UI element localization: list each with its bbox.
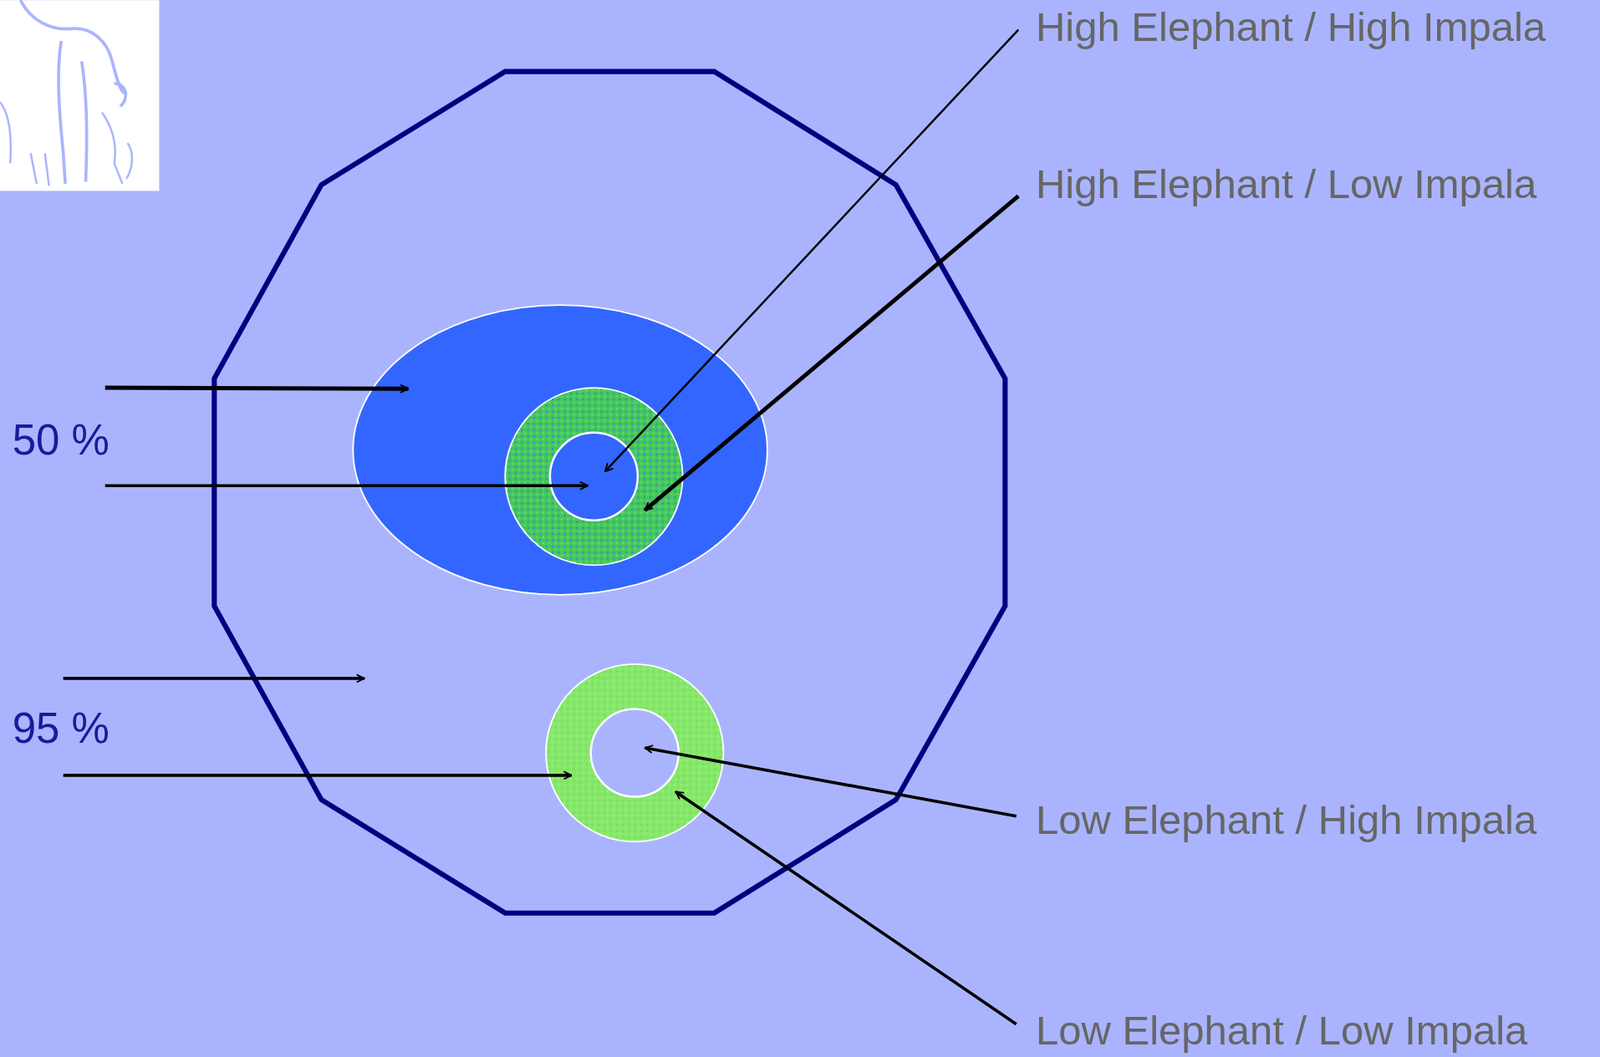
ring-high-elephant (504, 387, 683, 566)
region-label: High Elephant / Low Impala (1035, 160, 1537, 208)
center-high-elephant (550, 433, 638, 521)
percent-label: 50 % (12, 416, 110, 466)
region-label: High Elephant / High Impala (1035, 3, 1546, 51)
percent-label: 95 % (12, 704, 110, 755)
leader-lines (63, 30, 1020, 1025)
ring-low-elephant (545, 664, 724, 842)
study-area-outline (214, 71, 1005, 914)
core-area-50 (352, 305, 768, 596)
elephant-logo (0, 0, 159, 191)
region-label: Low Elephant / High Impala (1035, 796, 1537, 844)
region-label: Low Elephant / Low Impala (1035, 1007, 1528, 1055)
